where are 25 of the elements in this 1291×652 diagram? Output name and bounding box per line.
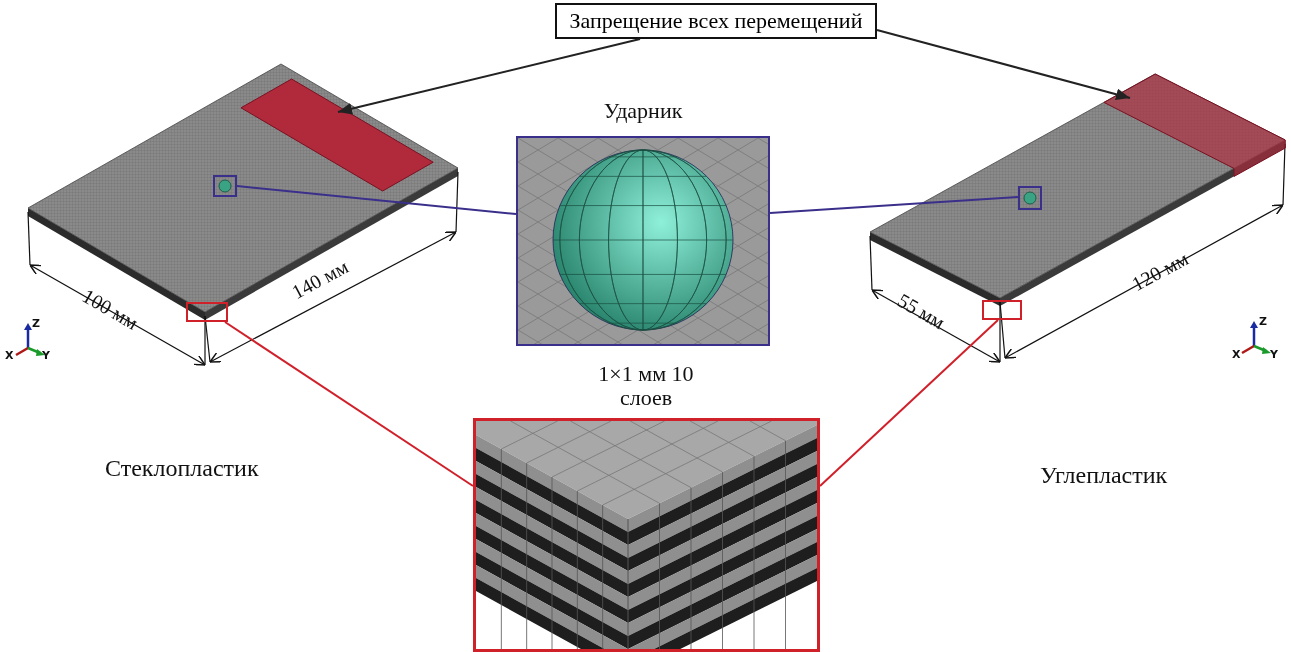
arrow [876,29,1131,100]
axis-letter: X [5,349,14,362]
connector-line [224,321,474,487]
connector-line [769,196,1019,214]
connector-line [819,319,999,487]
axis-letter: Y [42,349,50,362]
label-box: Запрещение всех перемещений [555,3,877,39]
material-label: Стеклопластик [105,455,259,482]
dimension-label: 100 мм [78,284,142,335]
view-title: Ударник [602,98,684,124]
axis-letter: Y [1270,348,1278,361]
axis-letter: Z [1259,315,1267,328]
view-title: 1×1 мм 10 слоев [597,362,695,410]
arrow [337,38,641,115]
connector-line [236,185,517,215]
zoom-marker-box [186,302,228,322]
material-label: Углепластик [1040,462,1168,489]
dimension-label: 55 мм [893,288,949,335]
zoom-marker-box [982,300,1022,320]
dimension-label: 140 мм [288,255,353,304]
zoom-marker-box [1018,186,1042,210]
zoom-marker-box [213,175,237,197]
axis-letter: Z [32,317,40,330]
dimension-label: 120 мм [1128,247,1193,296]
axis-letter: X [1232,348,1241,361]
